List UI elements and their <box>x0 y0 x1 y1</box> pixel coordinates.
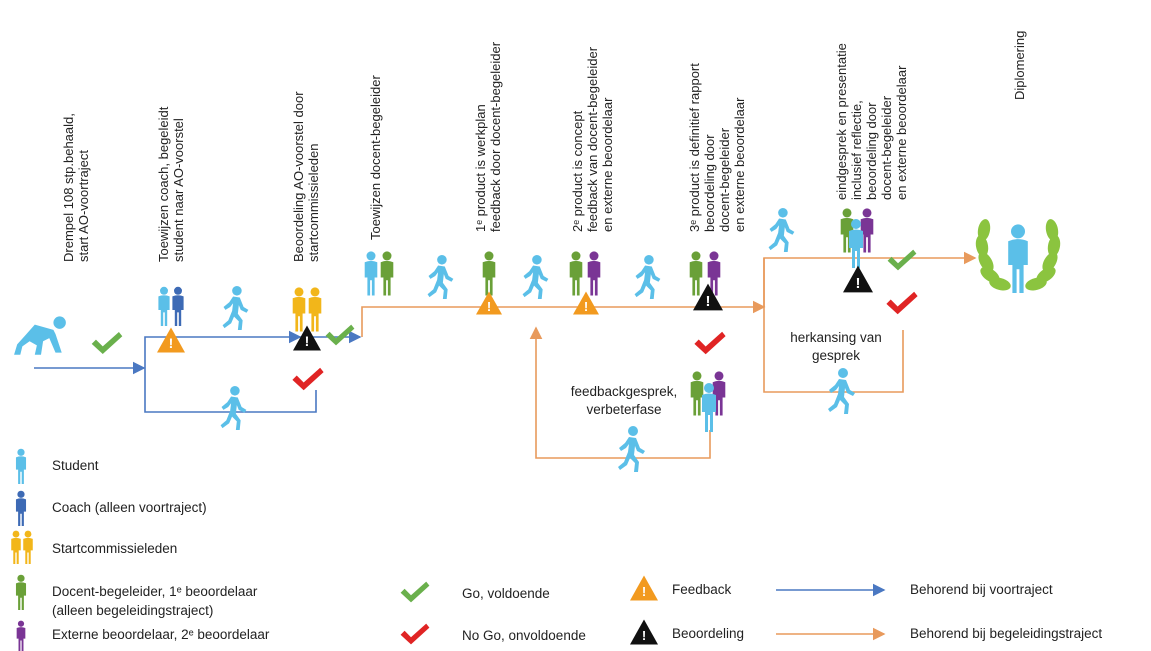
docent-icon <box>689 251 703 296</box>
docent-icon <box>690 371 704 416</box>
startcommissie-icon <box>292 287 306 332</box>
wreath-icon <box>975 219 1061 293</box>
step-s7-label-line: en externe beoordelaar <box>732 97 747 232</box>
legend-nogo-label: No Go, onvoldoende <box>462 628 586 643</box>
docent-icon <box>569 251 583 296</box>
step-s5-label-line: feedback door docent-begeleider <box>488 41 503 232</box>
student-icon <box>158 286 170 326</box>
step-s6-label-line: 2ᵉ product is concept <box>570 110 585 232</box>
step-s3-label-line: startcommissieleden <box>306 144 321 263</box>
student-walking-icon <box>222 286 249 330</box>
legend-go-icon <box>400 581 430 603</box>
go-check-icon <box>887 249 917 271</box>
svg-text:!: ! <box>584 299 588 314</box>
svg-text:!: ! <box>642 584 646 599</box>
step-s6-label-line: en externe beoordelaar <box>600 97 615 232</box>
step-s6-label-line: feedback van docent-begeleider <box>585 46 600 232</box>
graduate-student-icon <box>1008 224 1028 293</box>
legend-docent-label: Docent-begeleider, 1ᵉ beoordelaar <box>52 584 258 599</box>
student-runner-icon <box>14 316 66 355</box>
step-s9-label-line: Diplomering <box>1012 31 1027 100</box>
step-s8-label-line: eindgesprek en presentatie <box>834 43 849 200</box>
step-s1-label-line: Drempel 108 stp.behaald, <box>61 113 76 262</box>
coach-icon <box>172 286 184 326</box>
docent-icon <box>380 251 394 296</box>
step-s4-label-line: Toewijzen docent-begeleider <box>368 75 383 240</box>
legend-nogo-icon <box>400 623 430 645</box>
flow-figures: ! ! ! ! ! <box>14 208 1061 472</box>
step-labels: Drempel 108 stp.behaald,start AO-voortra… <box>61 31 1027 262</box>
step-s2-label-line: Toewijzen coach, begeleidt <box>156 106 171 262</box>
student-walking-icon <box>768 208 795 252</box>
legend-docent-icon <box>15 574 27 610</box>
student-walking-icon <box>634 255 661 299</box>
herkansing-line1: herkansing van <box>790 330 882 345</box>
student-walking-icon <box>427 255 454 299</box>
docent-icon <box>482 251 496 296</box>
legend-startcommissie-icon <box>11 530 21 564</box>
herkansing-line2: gesprek <box>812 348 860 363</box>
student-icon <box>364 251 378 296</box>
student-walking-icon <box>618 426 645 472</box>
legend-docent-label2: (alleen begeleidingstraject) <box>52 603 213 618</box>
legend-go-label: Go, voldoende <box>462 586 550 601</box>
feedbackgesprek-line1: feedbackgesprek, <box>571 384 678 399</box>
legend-extern-label: Externe beoordelaar, 2ᵉ beoordelaar <box>52 627 270 642</box>
extern-icon <box>587 251 601 296</box>
step-s7-label-line: beoordeling door <box>702 134 717 232</box>
step-s1-label-line: start AO-voortraject <box>76 150 91 262</box>
student-walking-icon <box>522 255 549 299</box>
svg-text:!: ! <box>487 299 491 314</box>
student-walking-icon <box>828 368 855 414</box>
legend-coach-label: Coach (alleen voortraject) <box>52 500 207 515</box>
legend-student-icon <box>15 448 27 484</box>
step-s7-label-line: docent-begeleider <box>717 127 732 232</box>
svg-text:!: ! <box>706 293 711 310</box>
startcommissie-icon <box>308 287 322 332</box>
legend-student-label: Student <box>52 458 99 473</box>
legend: Student Coach (alleen voortraject) Start… <box>11 448 1102 651</box>
legend-coach-icon <box>15 490 27 526</box>
begeleidingstraject-lines <box>361 251 977 459</box>
legend-startcommissie-label: Startcommissieleden <box>52 541 177 556</box>
svg-text:!: ! <box>305 333 310 349</box>
legend-extern-icon <box>16 620 26 651</box>
student-walking-icon <box>220 386 247 430</box>
legend-feedback-label: Feedback <box>672 582 732 597</box>
notes: feedbackgesprek, verbeterfase herkansing… <box>571 330 882 417</box>
step-s7-label-line: 3ᵉ product is definitief rapport <box>687 63 702 232</box>
step-s5-label-line: 1ᵉ product is werkplan <box>473 104 488 232</box>
legend-beoordeling-label: Beoordeling <box>672 626 744 641</box>
nogo-check-icon <box>694 331 726 355</box>
svg-text:!: ! <box>856 275 861 292</box>
step-s8-label-line: en externe beoordelaar <box>894 65 909 200</box>
nogo-check-icon <box>886 291 918 315</box>
svg-text:!: ! <box>642 628 646 643</box>
go-check-icon <box>91 331 123 355</box>
nogo-check-icon <box>292 367 324 391</box>
legend-voortraject-label: Behorend bij voortraject <box>910 582 1053 597</box>
go-check-icon <box>325 324 355 346</box>
feedbackgesprek-line2: verbeterfase <box>586 402 661 417</box>
step-s8-label-line: docent-begeleider <box>879 95 894 200</box>
legend-begeleidingstraject-label: Behorend bij begeleidingstraject <box>910 626 1102 641</box>
step-s8-label-line: beoordeling door <box>864 102 879 200</box>
step-s3-label-line: Beoordeling AO-voorstel door <box>291 91 306 262</box>
svg-text:!: ! <box>169 335 174 351</box>
step-s8-label-line: inclusief reflectie, <box>849 100 864 200</box>
step-s2-label-line: student naar AO-voorstel <box>171 118 186 262</box>
